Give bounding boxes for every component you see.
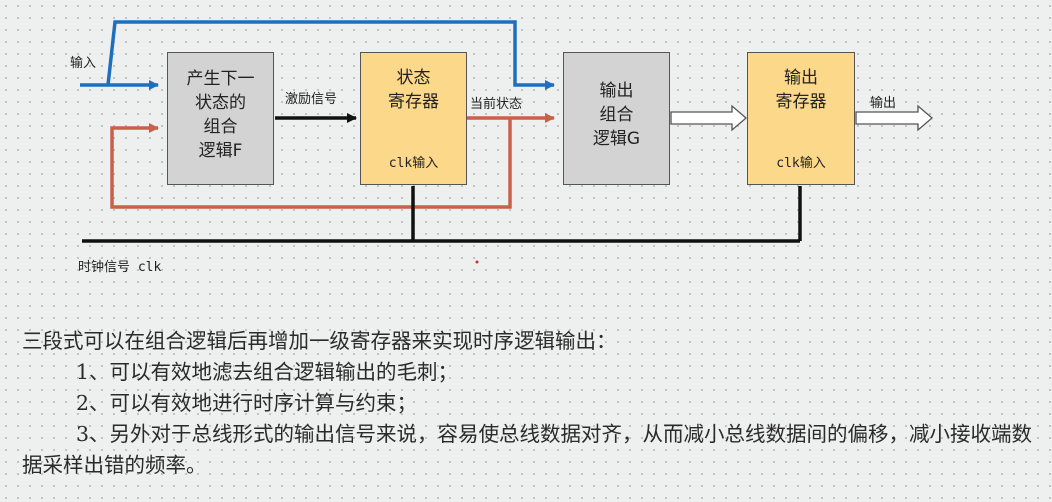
- input-signal-lines: [80, 20, 555, 90]
- output-register-text: 输出 寄存器: [775, 68, 827, 112]
- output-register-clk-text: clk输入: [776, 156, 826, 171]
- excite-signal-label: 激励信号: [285, 92, 338, 107]
- g-to-reg-hollow-arrow: [670, 104, 747, 132]
- current-state-label: 当前状态: [470, 97, 523, 112]
- next-state-logic-box: 产生下一 状态的 组合 逻辑F: [167, 52, 274, 185]
- output-logic-text: 输出 组合 逻辑G: [592, 81, 641, 149]
- state-register-box: 状态 寄存器 clk输入: [360, 52, 467, 185]
- intro-paragraph: 三段式可以在组合逻辑后再增加一级寄存器来实现时序逻辑输出：: [22, 329, 617, 353]
- state-register-text: 状态 寄存器: [388, 68, 439, 112]
- point-2: 2、可以有效地进行时序计算与约束；: [76, 391, 418, 415]
- state-register-clk-text: clk输入: [388, 156, 439, 171]
- point-3: 3、另外对于总线形式的输出信号来说，容易使总线数据对齐，从而减小总线数据间的偏移…: [22, 422, 1033, 477]
- clock-signal-label: 时钟信号 clk: [78, 260, 162, 275]
- explanation-text: 三段式可以在组合逻辑后再增加一级寄存器来实现时序逻辑输出： 1、可以有效地滤去组…: [22, 326, 1042, 481]
- output-logic-box: 输出 组合 逻辑G: [563, 52, 670, 185]
- next-state-logic-text: 产生下一 状态的 组合 逻辑F: [186, 69, 255, 161]
- input-label: 输入: [70, 56, 97, 71]
- stray-dot: [475, 260, 479, 264]
- fsm-diagram: [80, 20, 933, 264]
- output-hollow-arrow: [855, 104, 933, 132]
- output-register-box: 输出 寄存器 clk输入: [747, 52, 855, 185]
- clock-lines: [82, 186, 802, 243]
- state-feedback-lines: [110, 113, 555, 209]
- point-1: 1、可以有效地滤去组合逻辑输出的毛刺；: [76, 360, 459, 384]
- output-label: 输出: [870, 96, 897, 111]
